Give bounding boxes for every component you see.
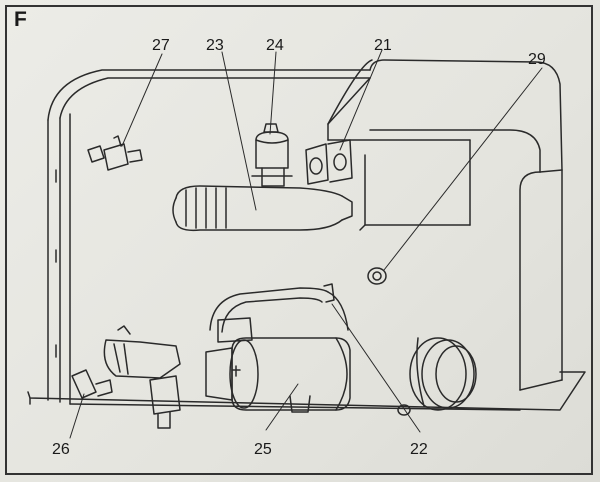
callout-24: 24 [266,37,284,54]
callout-25: 25 [254,441,272,458]
callout-26: 26 [52,441,70,458]
valve-26 [71,325,181,429]
outlet-port [409,337,477,411]
fitting-21 [305,139,353,185]
tube-22 [209,283,349,333]
callout-23: 23 [206,37,224,54]
bottom-bolt [397,404,411,416]
hose-23 [172,185,353,232]
connector-24 [251,123,293,187]
motor-25 [205,317,351,413]
leader-lines [69,49,543,439]
housing [27,59,586,411]
figure-frame [5,5,593,475]
valve-27 [87,135,143,171]
callout-27: 27 [152,37,170,54]
callout-21: 21 [374,37,392,54]
callout-29: 29 [528,51,546,68]
callout-22: 22 [410,441,428,458]
panel-label: F [14,8,27,31]
grommet-29 [367,267,387,285]
